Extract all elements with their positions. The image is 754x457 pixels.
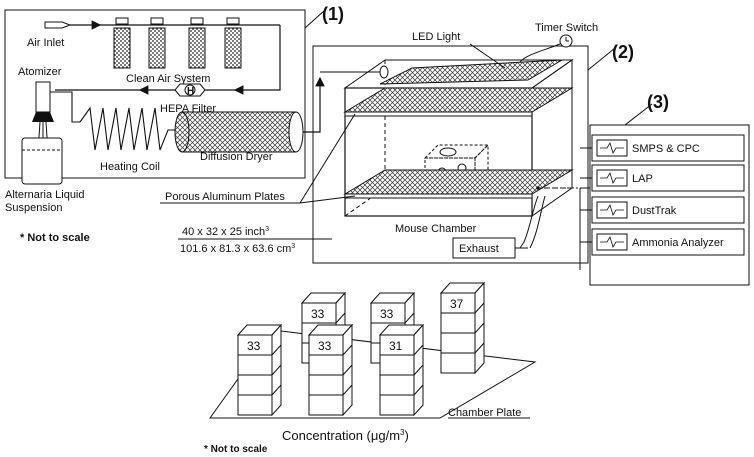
air-inlet-label: Air Inlet bbox=[27, 37, 64, 49]
signal-icon bbox=[596, 139, 628, 157]
analyzer-3: DustTrak bbox=[580, 196, 745, 224]
diffusion-dryer bbox=[174, 111, 304, 153]
concentration-value: 33 bbox=[311, 307, 325, 321]
clean-air-column-2 bbox=[148, 27, 166, 69]
analyzer-frame bbox=[589, 124, 750, 286]
not-to-scale-bottom: * Not to scale bbox=[204, 444, 268, 455]
section-1-label: (1) bbox=[322, 4, 344, 24]
section-3-label: (3) bbox=[647, 92, 669, 112]
mouse-chamber-label: Mouse Chamber bbox=[395, 223, 477, 235]
heating-coil-label: Heating Coil bbox=[100, 161, 160, 173]
clean-air-column-4 bbox=[224, 27, 242, 69]
analyzer-2: LAP bbox=[580, 164, 745, 192]
chamber-system-frame bbox=[312, 45, 589, 264]
signal-icon bbox=[596, 233, 628, 251]
section-2-label: (2) bbox=[612, 42, 634, 62]
concentration-distribution: Chamber Plate 33 33 37 33 33 31 Concentration… bbox=[204, 281, 537, 455]
analyzer-label: DustTrak bbox=[632, 205, 677, 217]
mouse-chamber-system: (2) LED Light Timer Switch bbox=[160, 22, 634, 264]
analyzer-1: SMPS & CPC bbox=[580, 134, 745, 162]
upper-porous-plate bbox=[343, 87, 574, 113]
not-to-scale-top: * Not to scale bbox=[20, 232, 90, 244]
concentration-value: 33 bbox=[247, 339, 261, 353]
signal-icon bbox=[596, 169, 628, 187]
clean-air-system-label: Clean Air System bbox=[126, 73, 210, 85]
concentration-stack-front-right: 31 bbox=[378, 323, 425, 417]
chamber-dimensions: 40 x 32 x 25 inch3 101.6 x 81.3 x 63.6 c… bbox=[178, 226, 332, 255]
heating-coil bbox=[79, 106, 178, 151]
air-inlet-nozzle bbox=[44, 21, 72, 29]
analyzer-label: Ammonia Analyzer bbox=[632, 237, 724, 249]
generation-system: (1) Air Inlet Clean Air System H HEPA Fi… bbox=[4, 4, 344, 244]
led-light bbox=[379, 59, 563, 85]
concentration-value: 33 bbox=[380, 307, 394, 321]
clean-air-column-3 bbox=[188, 27, 206, 69]
concentration-value: 37 bbox=[450, 297, 464, 311]
diffusion-dryer-label: Diffusion Dryer bbox=[200, 151, 273, 163]
concentration-stack-front-middle: 33 bbox=[307, 323, 354, 417]
timer-switch-icon bbox=[559, 34, 573, 48]
analyzer-4: Ammonia Analyzer bbox=[580, 228, 745, 256]
concentration-value: 33 bbox=[318, 339, 332, 353]
analyzer-label: LAP bbox=[632, 173, 653, 185]
chamber-plate-label: Chamber Plate bbox=[448, 407, 521, 419]
concentration-label: Concentration (μg/m3) bbox=[282, 428, 409, 443]
lower-porous-plate bbox=[343, 169, 574, 195]
concentration-value: 31 bbox=[389, 339, 403, 353]
clean-air-column-1 bbox=[113, 27, 131, 69]
atomizer bbox=[35, 81, 51, 113]
led-light-label: LED Light bbox=[412, 31, 460, 43]
porous-plates-label: Porous Aluminum Plates bbox=[165, 191, 285, 203]
svg-text:40 x 32 x 25 inch3: 40 x 32 x 25 inch3 bbox=[182, 226, 269, 238]
atomizer-label: Atomizer bbox=[18, 66, 62, 78]
timer-switch-label: Timer Switch bbox=[535, 22, 598, 34]
svg-text:101.6 x 81.3 x 63.6 cm3: 101.6 x 81.3 x 63.6 cm3 bbox=[180, 243, 295, 255]
generation-system-frame bbox=[4, 9, 306, 179]
svg-text:H: H bbox=[187, 86, 194, 97]
concentration-stack-front-left: 33 bbox=[236, 323, 283, 417]
exhaust-label: Exhaust bbox=[459, 243, 499, 255]
suspension-bottle bbox=[21, 137, 63, 185]
hepa-filter: H bbox=[174, 83, 215, 97]
analyzer-label: SMPS & CPC bbox=[632, 143, 700, 155]
suspension-label-line2: Suspension bbox=[5, 202, 63, 214]
signal-icon bbox=[596, 201, 628, 219]
concentration-stack-back-right: 37 bbox=[439, 281, 486, 375]
suspension-label-line1: Alternaria Liquid bbox=[5, 189, 85, 201]
